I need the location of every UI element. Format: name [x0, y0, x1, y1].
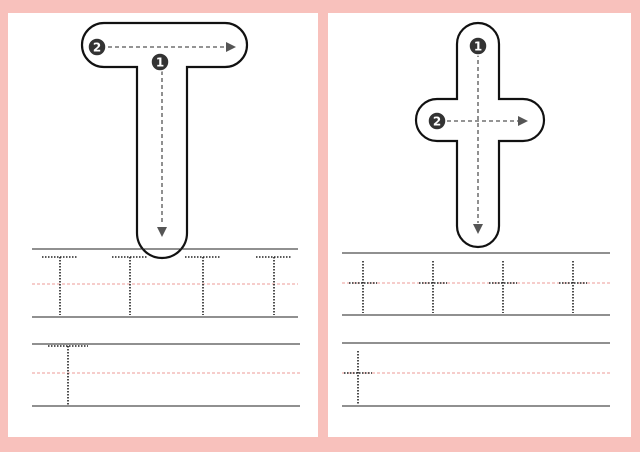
trace-letter-t — [559, 261, 587, 313]
trace-letter-t — [349, 261, 377, 313]
lowercase-t-canvas: 1 2 — [342, 21, 610, 407]
letter-t-lowercase-outline — [414, 21, 546, 249]
step-2-badge: 2 — [427, 111, 447, 131]
stroke-2-arrowhead — [226, 42, 236, 52]
svg-text:1: 1 — [474, 40, 482, 54]
trace-letter-t — [489, 261, 517, 313]
practice-row-2 — [342, 342, 610, 407]
stroke-1-arrowhead — [157, 227, 167, 237]
worksheet-uppercase-t: 1 2 — [8, 13, 318, 437]
trace-letter-t — [185, 256, 221, 315]
uppercase-t-canvas: 1 2 — [32, 21, 300, 407]
trace-letter-t — [42, 256, 78, 315]
trace-letter-t — [419, 261, 447, 313]
svg-text:1: 1 — [156, 56, 164, 70]
trace-letter-t — [112, 256, 148, 315]
trace-letter-t — [344, 351, 372, 405]
trace-letter-t — [48, 345, 88, 405]
stroke-1-arrowhead — [473, 224, 483, 234]
worksheet-lowercase-t: 1 2 — [328, 13, 631, 437]
practice-row-1 — [32, 248, 298, 318]
step-1-badge: 1 — [468, 36, 488, 56]
letter-t-outline — [80, 21, 249, 260]
practice-row-2 — [32, 343, 300, 407]
trace-letter-t — [256, 256, 292, 315]
svg-text:2: 2 — [93, 41, 101, 55]
svg-text:2: 2 — [433, 115, 441, 129]
step-1-badge: 1 — [150, 52, 170, 72]
practice-row-1 — [342, 252, 610, 316]
step-2-badge: 2 — [87, 37, 107, 57]
stroke-2-arrowhead — [518, 116, 528, 126]
